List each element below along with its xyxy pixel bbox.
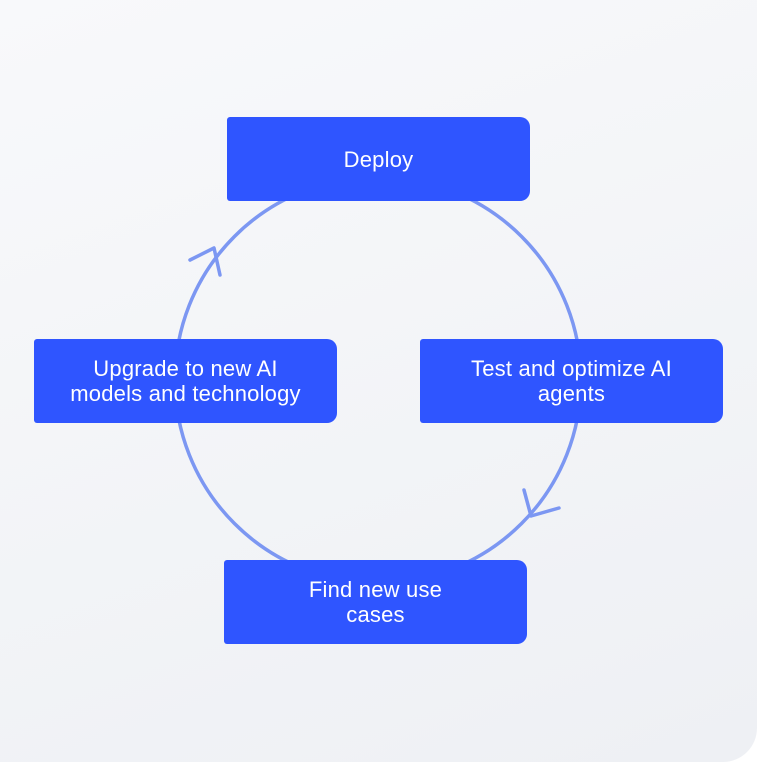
step-label: Test and optimize AI agents (471, 356, 672, 406)
step-test-optimize: Test and optimize AI agents (420, 339, 723, 423)
step-upgrade-models: Upgrade to new AI models and technology (34, 339, 337, 423)
step-deploy: Deploy (227, 117, 530, 201)
arrow-clockwise-icon (522, 488, 561, 518)
step-find-use-cases: Find new use cases (224, 560, 527, 644)
step-label: Find new use cases (308, 577, 443, 627)
step-label: Deploy (343, 146, 414, 172)
arrow-clockwise-icon (188, 246, 222, 277)
step-label: Upgrade to new AI models and technology (70, 356, 301, 406)
